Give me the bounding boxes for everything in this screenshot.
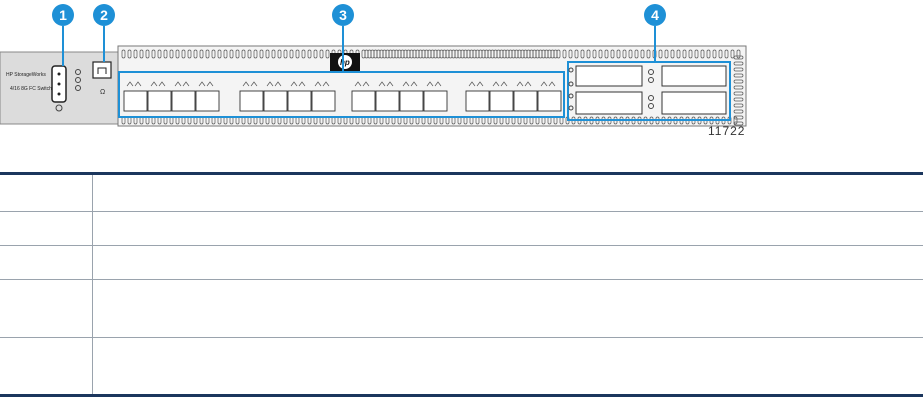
- table-cell: [92, 279, 923, 338]
- callout-3: 3: [332, 4, 354, 26]
- svg-text:hp: hp: [340, 58, 350, 67]
- top-vents: [121, 49, 741, 59]
- fc-ports-group-outline: [118, 71, 565, 118]
- table-row: [0, 337, 923, 396]
- table-header-row: [0, 173, 923, 212]
- table-cell: [92, 211, 923, 246]
- panel-label-line2: 4/16 8G FC Switch: [10, 86, 52, 92]
- switch-front-panel-illustration: Ω HP StorageWorks 4/16 8G FC Switch hp: [0, 26, 747, 127]
- callout-description-table: [0, 172, 923, 397]
- callout-4: 4: [644, 4, 666, 26]
- right-vents: [733, 55, 744, 126]
- ethernet-port: [92, 61, 112, 79]
- fc-ports: [123, 81, 562, 112]
- table-cell: [0, 211, 93, 246]
- svg-text:Ω: Ω: [100, 89, 105, 96]
- table-row: [0, 245, 923, 280]
- header-cell-item: [0, 173, 93, 212]
- switch-front-panel-figure: Ω HP StorageWorks 4/16 8G FC Switch hp 1…: [0, 0, 923, 160]
- panel-label-line1: HP StorageWorks: [6, 72, 46, 78]
- table-cell: [92, 245, 923, 280]
- isl-ports-group-outline: [567, 61, 731, 121]
- table-cell: [0, 245, 93, 280]
- table-cell: [92, 337, 923, 396]
- table-cell: [0, 279, 93, 338]
- table-cell: [0, 337, 93, 396]
- callout-2: 2: [93, 4, 115, 26]
- table-row: [0, 211, 923, 246]
- table-row: [0, 279, 923, 338]
- callout-1: 1: [52, 4, 74, 26]
- figure-id: 11722: [708, 124, 746, 138]
- header-cell-description: [93, 174, 923, 212]
